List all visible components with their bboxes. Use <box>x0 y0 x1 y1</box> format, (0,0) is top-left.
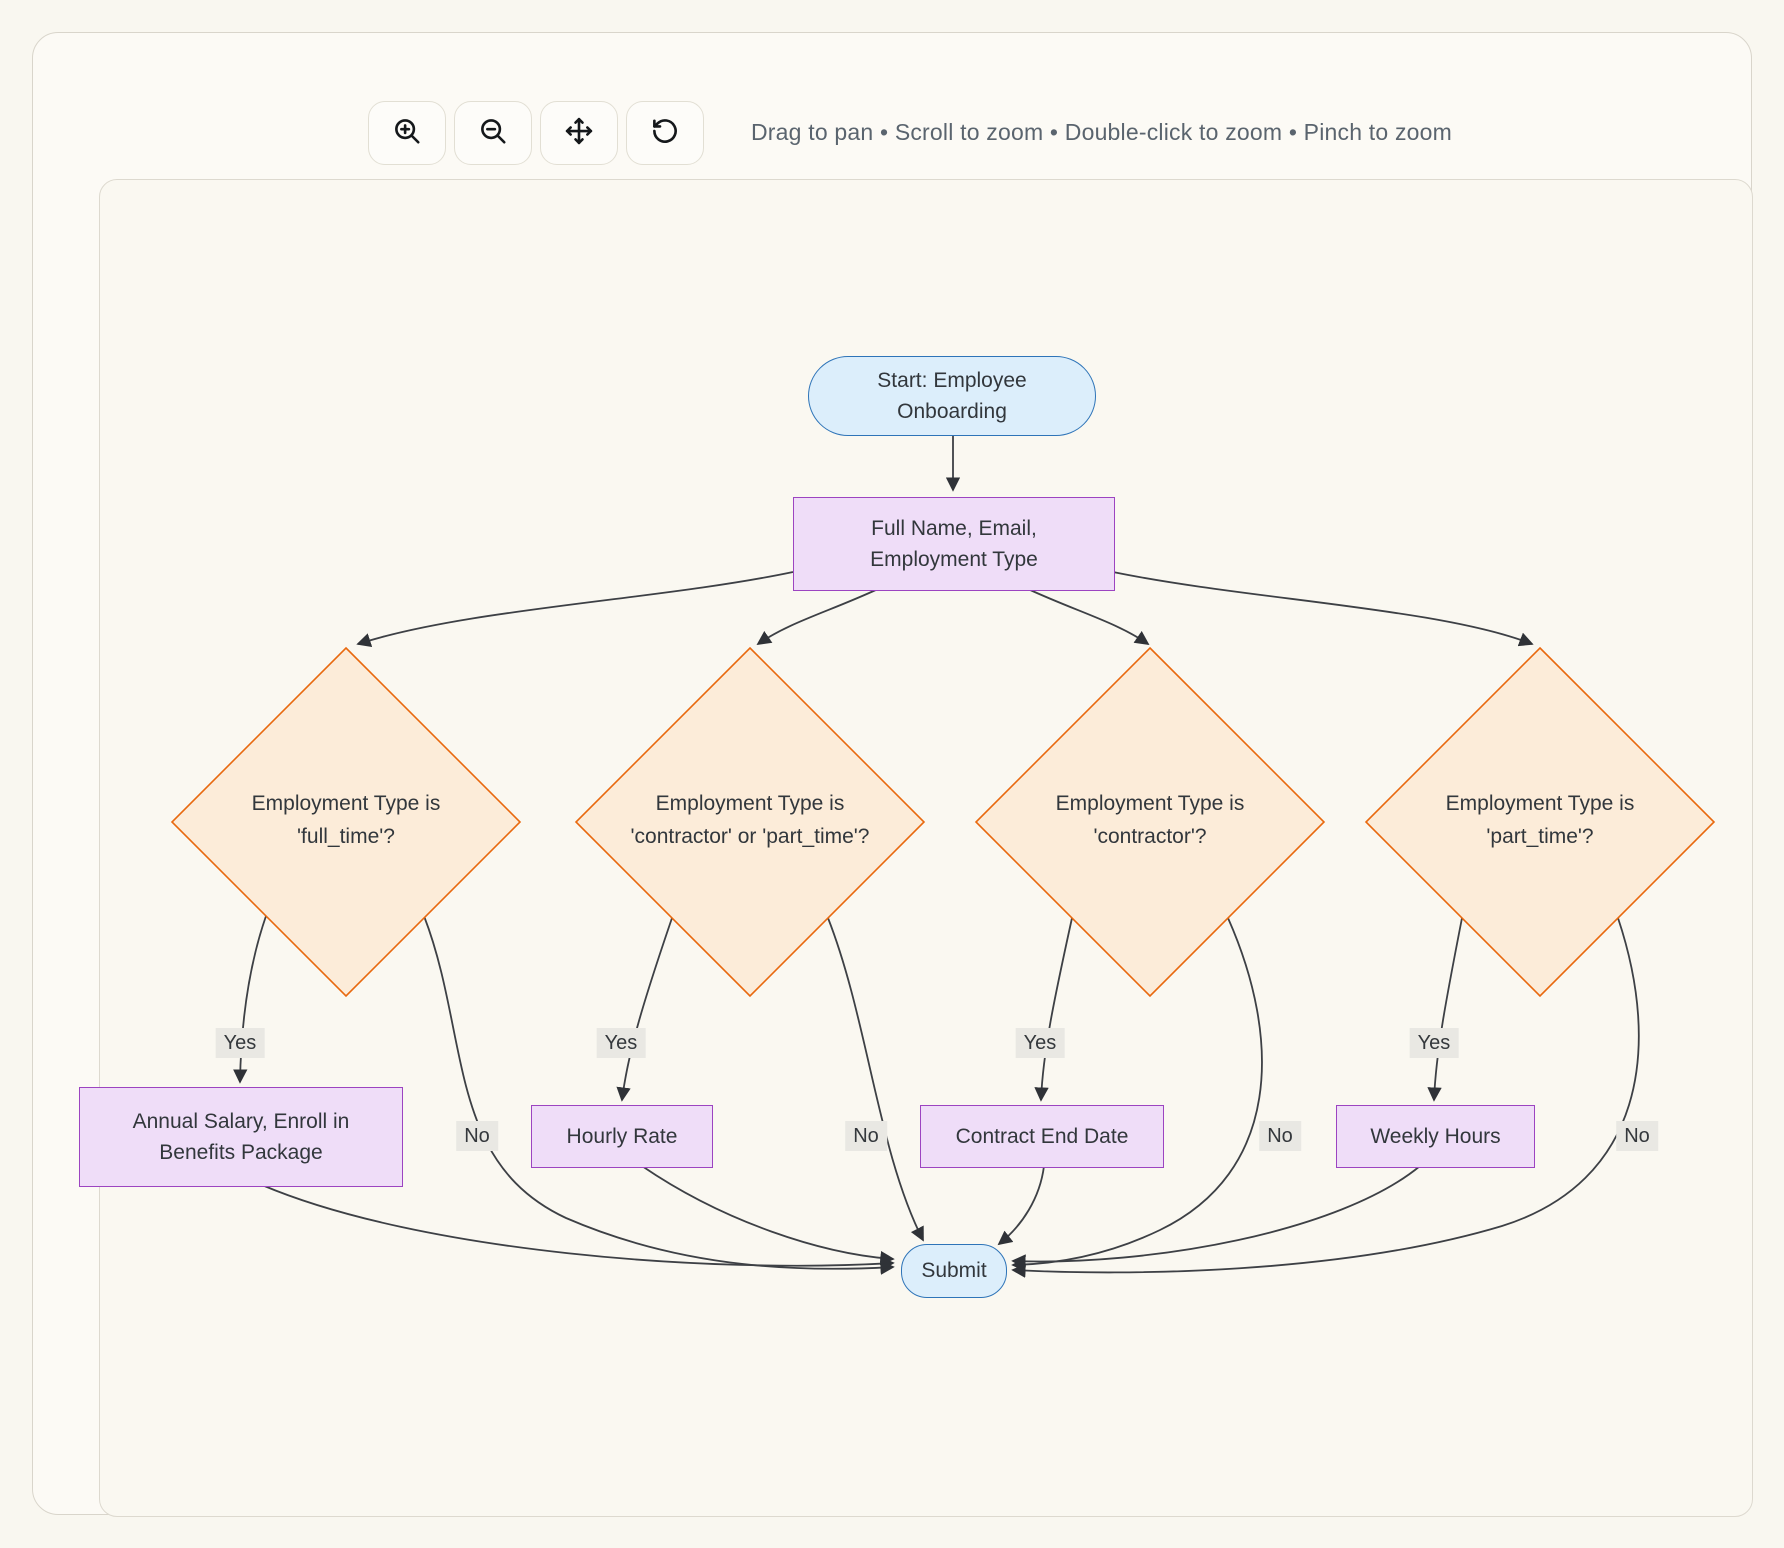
move-icon <box>564 116 594 151</box>
zoom-out-icon <box>478 116 508 151</box>
edge-label-yes: Yes <box>596 1028 646 1058</box>
diagram-panel: Drag to pan • Scroll to zoom • Double-cl… <box>32 32 1753 1517</box>
decision-label-contractor-or-part-time: Employment Type is 'contractor' or 'part… <box>630 792 870 848</box>
fields-node: Full Name, Email, Employment Type <box>793 497 1115 591</box>
zoom-out-button[interactable] <box>454 101 532 165</box>
submit-node: Submit <box>901 1244 1007 1298</box>
edge-label-yes: Yes <box>1409 1028 1459 1058</box>
rotate-ccw-icon <box>650 116 680 151</box>
pan-button[interactable] <box>540 101 618 165</box>
result-node-contract-end-date: Contract End Date <box>920 1105 1164 1168</box>
pan-zoom-hint: Drag to pan • Scroll to zoom • Double-cl… <box>751 119 1453 145</box>
decision-label-full-time: Employment Type is 'full_time'? <box>251 792 441 848</box>
result-node-hourly-rate: Hourly Rate <box>531 1105 713 1168</box>
decision-label-part-time: Employment Type is 'part_time'? <box>1445 792 1635 848</box>
edge-label-no: No <box>456 1121 498 1151</box>
result-node-annual-salary: Annual Salary, Enroll in Benefits Packag… <box>79 1087 403 1187</box>
edge-label-no: No <box>1259 1121 1301 1151</box>
edge-label-yes: Yes <box>215 1028 265 1058</box>
reset-view-button[interactable] <box>626 101 704 165</box>
zoom-in-icon <box>392 116 422 151</box>
edge-label-no: No <box>1616 1121 1658 1151</box>
zoom-in-button[interactable] <box>368 101 446 165</box>
result-node-weekly-hours: Weekly Hours <box>1336 1105 1535 1168</box>
start-node: Start: Employee Onboarding <box>808 356 1096 436</box>
decision-label-contractor: Employment Type is 'contractor'? <box>1055 792 1245 848</box>
edge-label-yes: Yes <box>1015 1028 1065 1058</box>
edge-label-no: No <box>845 1121 887 1151</box>
